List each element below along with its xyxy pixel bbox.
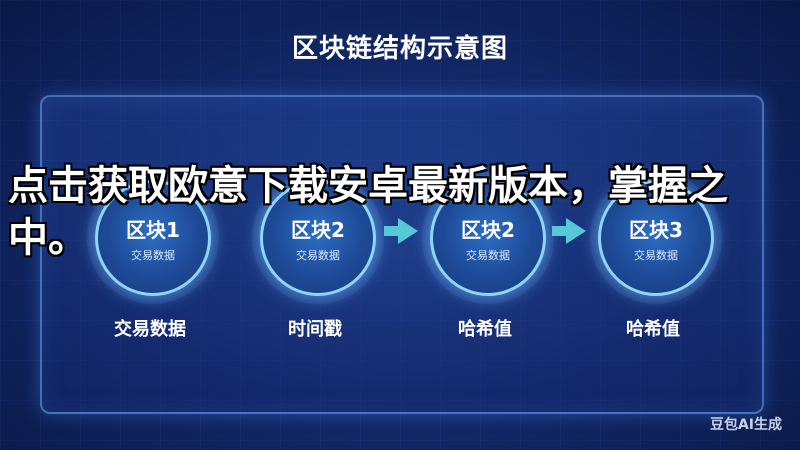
- block-node-label: 哈希值: [626, 319, 680, 340]
- block-node-2: 区块2 交易数据: [260, 180, 376, 296]
- watermark: 豆包AI生成: [709, 417, 782, 433]
- block-node-label: 哈希值: [458, 319, 512, 340]
- arrow-icon: [552, 218, 586, 244]
- arrow-icon: [384, 218, 418, 244]
- block-node-1: 区块1 交易数据: [95, 180, 211, 296]
- diagram-title: 区块链结构示意图: [291, 34, 508, 64]
- overlay-caption: 点击获取欧意下载安卓最新版本，掌握之中。: [8, 162, 728, 261]
- block-node-3: 区块2 交易数据: [430, 180, 546, 296]
- block-node-title: 区块2: [291, 217, 345, 242]
- block-node-title: 区块1: [126, 217, 180, 242]
- block-node-subtitle: 交易数据: [131, 248, 175, 262]
- block-node-label: 交易数据: [114, 319, 186, 340]
- block-node-4: 区块3 交易数据: [598, 180, 714, 296]
- block-node-subtitle: 交易数据: [296, 248, 340, 262]
- block-node-title: 区块3: [629, 217, 683, 242]
- block-node-subtitle: 交易数据: [634, 248, 678, 262]
- block-node-subtitle: 交易数据: [466, 248, 510, 262]
- block-node-title: 区块2: [461, 217, 515, 242]
- block-node-label: 时间戳: [288, 319, 342, 340]
